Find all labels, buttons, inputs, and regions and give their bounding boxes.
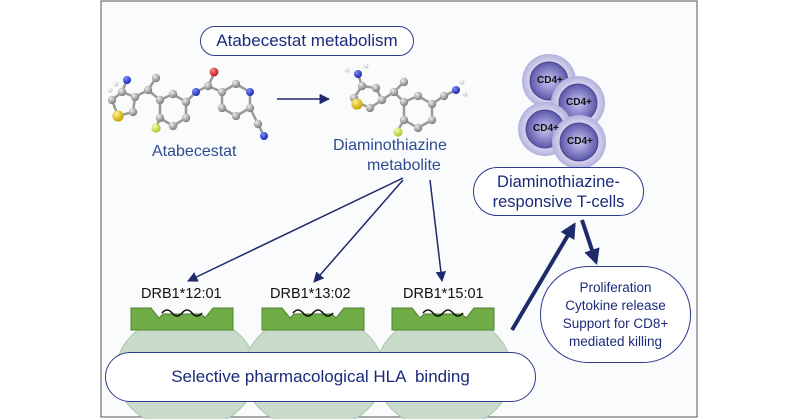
hla-drb1-15-01 [391,307,495,331]
cd4-label-1: CD4+ [537,75,563,86]
metabolite-molecule [344,63,468,137]
cd4-cell-4 [552,115,606,169]
arrow-to-drb1-12 [187,177,404,282]
hla-drb1-13-02 [261,307,365,331]
effect-cytokine-release: Cytokine release [565,297,666,313]
arrow-binding-to-tcells [510,222,576,332]
cd4-label-4: CD4+ [567,136,593,147]
binding-label: Selective pharmacological HLA binding [171,367,470,386]
arrow-to-drb1-15 [429,179,447,283]
cd4-label-3: CD4+ [533,123,559,134]
atabecestat-molecule [107,67,268,140]
diagram-title: Atabecestat metabolism [216,31,398,50]
binding-box: Selective pharmacological HLA binding [105,352,536,402]
allele-drb1-12-01: DRB1*12:01 [141,286,222,302]
arrow-to-drb1-13 [313,179,404,283]
metabolite-label-line1: Diaminothiazine [333,137,447,154]
tcell-box: Diaminothiazine- responsive T-cells [473,167,644,216]
arrow-tcells-to-effects [580,219,600,266]
hla-drb1-12-01 [130,307,234,331]
effect-cd8-support: Support for CD8+ [562,315,669,331]
tcell-label-line2: responsive T-cells [492,192,625,211]
tcell-label-line1: Diaminothiazine- [497,172,620,191]
effect-proliferation: Proliferation [579,279,652,295]
effects-box: Proliferation Cytokine release Support f… [540,266,691,363]
allele-drb1-15-01: DRB1*15:01 [403,286,484,302]
metabolite-label-line2: metabolite [367,157,441,174]
cd4-label-2: CD4+ [566,97,592,108]
atabecestat-label: Atabecestat [152,143,237,160]
allele-drb1-13-02: DRB1*13:02 [270,286,351,302]
title-box: Atabecestat metabolism [200,26,414,56]
effect-mediated-killing: mediated killing [568,333,663,349]
